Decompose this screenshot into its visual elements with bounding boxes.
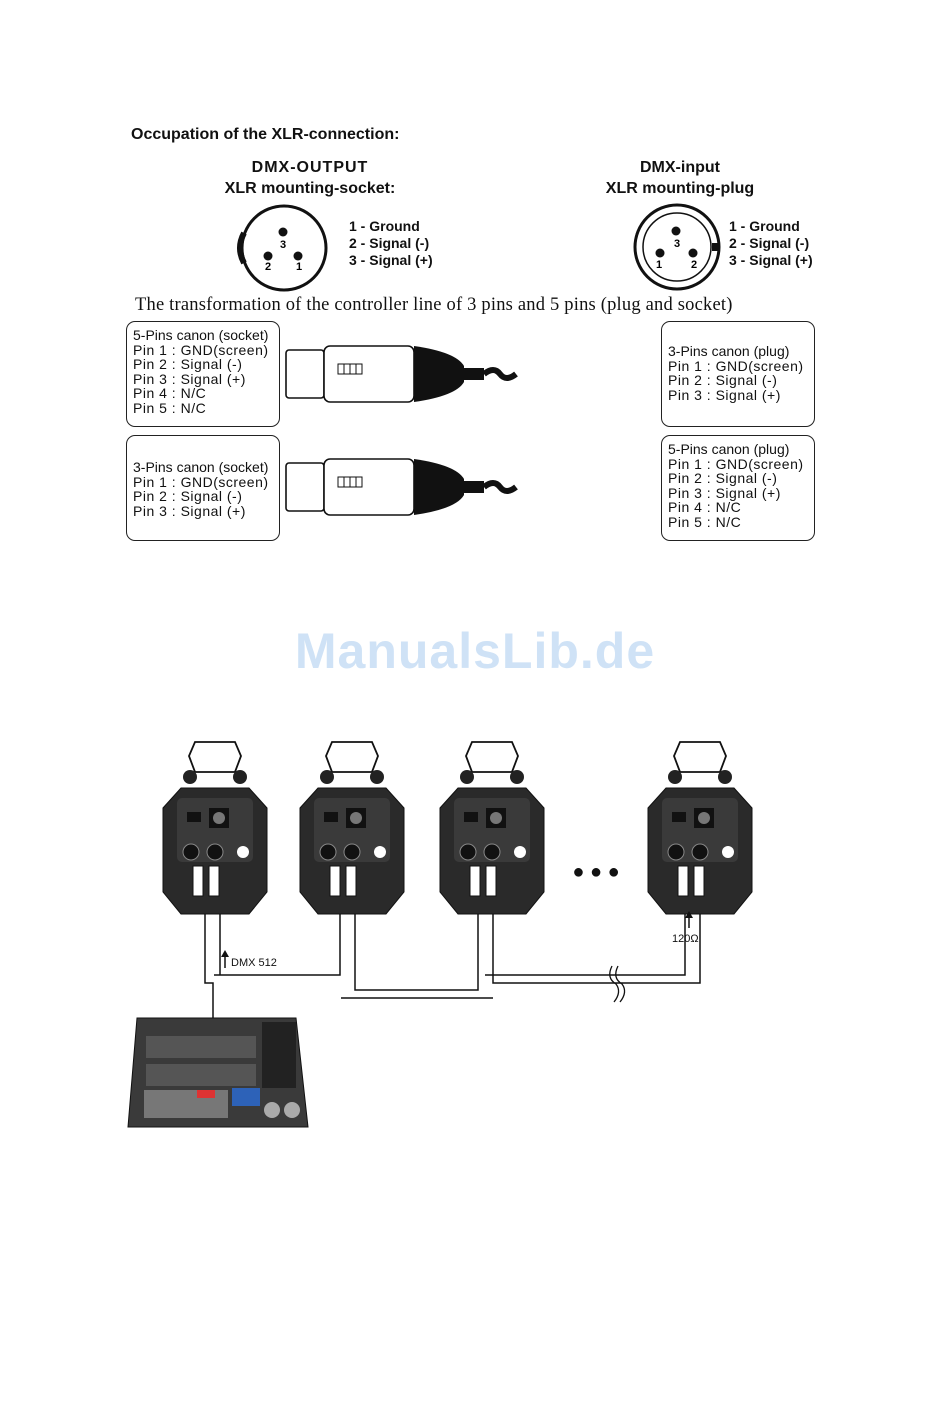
input-pin-3: 3 - Signal (+): [729, 252, 813, 268]
box-line: Pin 3 : Signal (+): [668, 484, 781, 501]
box-line: Pin 1 : GND(screen): [668, 455, 804, 472]
box-title: 5-Pins canon (socket): [133, 327, 269, 343]
box-line: Pin 3 : Signal (+): [668, 386, 781, 403]
transformation-title: The transformation of the controller lin…: [135, 295, 733, 315]
dmx-controller-desk: [127, 1017, 309, 1128]
input-heading-line-1: DMX-input: [640, 159, 720, 176]
output-pin-1: 1 - Ground: [349, 218, 420, 234]
output-pin-list: 1 - Ground 2 - Signal (-) 3 - Signal (+): [349, 218, 433, 269]
input-pin-2: 2 - Signal (-): [729, 235, 810, 251]
box-line: Pin 1 : GND(screen): [668, 357, 804, 374]
box-line: Pin 4 : N/C: [133, 385, 207, 402]
terminator-arrow-icon: [685, 911, 693, 928]
box-line: Pin 3 : Signal (+): [133, 370, 246, 387]
watermark: ManualsLib.de: [294, 623, 656, 679]
box-line: Pin 2 : Signal (-): [668, 372, 778, 389]
dmx-512-label: DMX 512: [231, 957, 277, 969]
fixture-2: [299, 741, 405, 915]
continuation-dots: ● ● ●: [572, 861, 619, 883]
box-title: 5-Pins canon (plug): [668, 441, 790, 457]
socket-pin-3: 3: [280, 239, 286, 251]
output-pin-3: 3 - Signal (+): [349, 252, 433, 268]
output-heading-line-2: XLR mounting-socket:: [224, 180, 396, 197]
input-heading-line-2: XLR mounting-plug: [605, 180, 755, 197]
terminator-label: 120Ω: [672, 933, 699, 945]
adapter-cable-1: [285, 345, 518, 403]
dmx-arrow-icon: [221, 950, 229, 968]
box-line: Pin 5 : N/C: [133, 399, 207, 416]
box-line: Pin 1 : GND(screen): [133, 473, 269, 490]
box-line: Pin 1 : GND(screen): [133, 341, 269, 358]
adapter-2-socket-box: 3-Pins canon (socket) Pin 1 : GND(screen…: [126, 435, 280, 541]
box-line: Pin 3 : Signal (+): [133, 502, 246, 519]
input-connector-heading: DMX-input XLR mounting-plug: [560, 157, 800, 199]
box-title: 3-Pins canon (socket): [133, 459, 269, 475]
xlr-plug-icon: [633, 203, 721, 291]
output-connector-heading: DMX-OUTPUT XLR mounting-socket:: [180, 157, 440, 199]
input-pin-1: 1 - Ground: [729, 218, 800, 234]
output-pin-2: 2 - Signal (-): [349, 235, 430, 251]
xlr-socket-icon: [237, 204, 328, 292]
fixture-3: [439, 741, 545, 915]
box-line: Pin 5 : N/C: [668, 513, 742, 530]
socket-pin-1: 1: [296, 261, 302, 273]
adapter-1-plug-box: 3-Pins canon (plug) Pin 1 : GND(screen) …: [661, 321, 815, 427]
section-title: Occupation of the XLR-connection:: [131, 126, 400, 143]
dmx-cabling: [204, 905, 701, 1030]
plug-pin-3: 3: [674, 238, 680, 250]
plug-pin-2: 2: [691, 259, 697, 271]
fixture-1: [162, 741, 268, 915]
box-line: Pin 4 : N/C: [668, 499, 742, 516]
cable-break-icon: [609, 965, 626, 1003]
input-pin-list: 1 - Ground 2 - Signal (-) 3 - Signal (+): [729, 218, 813, 269]
socket-pin-2: 2: [265, 261, 271, 273]
box-line: Pin 2 : Signal (-): [133, 488, 243, 505]
box-line: Pin 2 : Signal (-): [668, 470, 778, 487]
plug-pin-1: 1: [656, 259, 662, 271]
fixture-4: [647, 741, 753, 915]
output-heading-line-1: DMX-OUTPUT: [251, 159, 369, 176]
adapter-cable-2: [285, 458, 518, 516]
box-line: Pin 2 : Signal (-): [133, 356, 243, 373]
adapter-2-plug-box: 5-Pins canon (plug) Pin 1 : GND(screen) …: [661, 435, 815, 541]
box-title: 3-Pins canon (plug): [668, 343, 790, 359]
adapter-1-socket-box: 5-Pins canon (socket) Pin 1 : GND(screen…: [126, 321, 280, 427]
